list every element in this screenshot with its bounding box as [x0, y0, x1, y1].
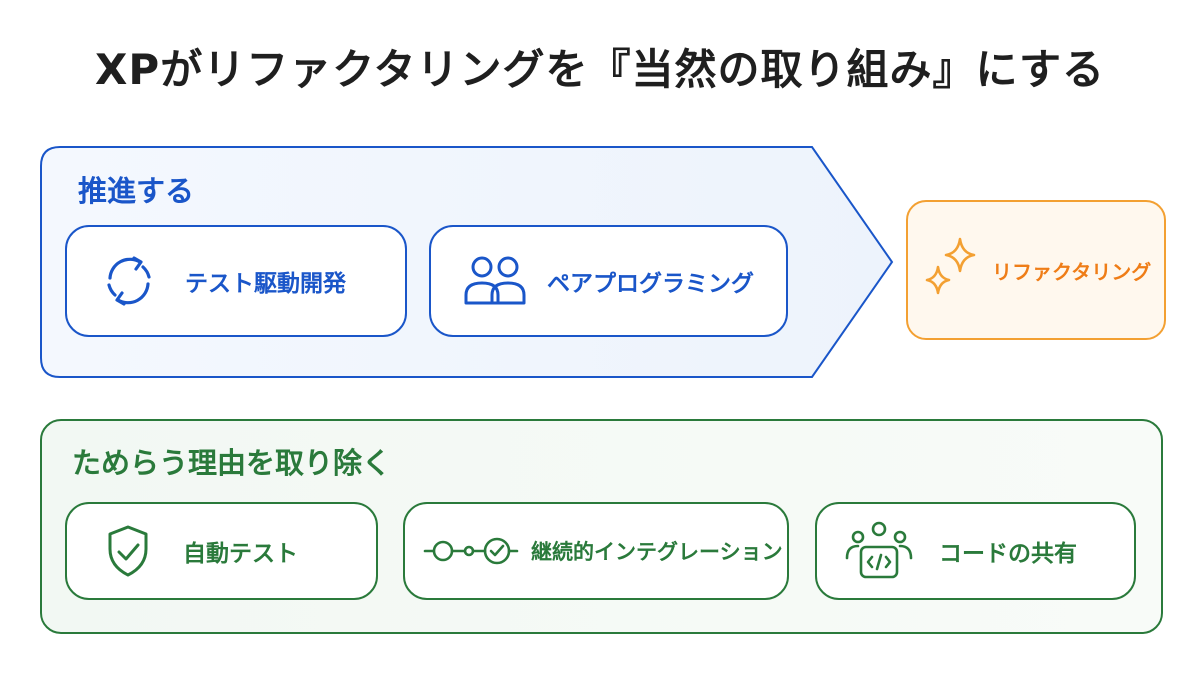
two-people-icon	[455, 251, 535, 311]
refactoring-label: リファクタリング	[992, 259, 1152, 284]
promote-section-label: 推進する	[78, 174, 195, 208]
remove-section-label: ためらう理由を取り除く	[72, 446, 392, 480]
automated-test-label: 自動テスト	[183, 541, 298, 567]
refactoring-target-box: リファクタリング	[906, 200, 1166, 340]
shield-check-icon	[93, 523, 163, 579]
cycle-arrows-icon	[89, 249, 169, 313]
team-code-icon	[841, 520, 917, 582]
pair-programming-label: ペアプログラミング	[547, 271, 754, 297]
page-title: XPがリファクタリングを『当然の取り組み』にする	[95, 45, 1105, 94]
shared-code-card: コードの共有	[815, 502, 1136, 600]
shared-code-label: コードの共有	[939, 541, 1077, 567]
tdd-card: テスト駆動開発	[65, 225, 407, 337]
pair-programming-card: ペアプログラミング	[429, 225, 788, 337]
continuous-integration-label: 継続的インテグレーション	[531, 540, 783, 564]
pipeline-check-icon	[421, 531, 521, 571]
sparkle-icon	[922, 233, 986, 307]
automated-test-card: 自動テスト	[65, 502, 378, 600]
tdd-label: テスト駆動開発	[185, 271, 346, 297]
continuous-integration-card: 継続的インテグレーション	[403, 502, 789, 600]
